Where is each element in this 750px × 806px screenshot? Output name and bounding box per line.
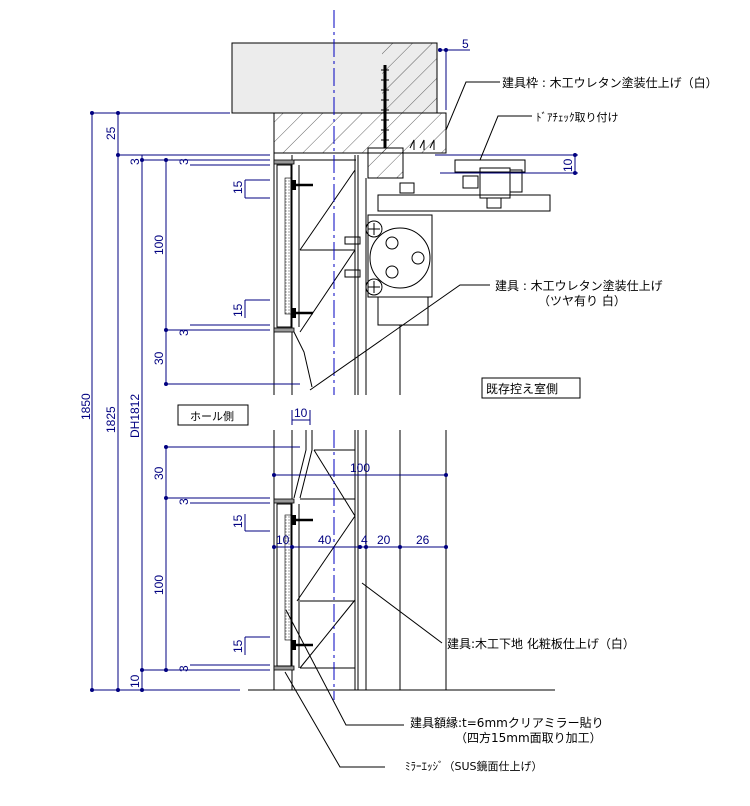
dim-seg: 10 (276, 533, 290, 547)
label-hall-side: ホール側 (190, 410, 234, 423)
dim-gap: 3 (177, 498, 191, 505)
dim-break: 10 (294, 406, 308, 420)
mirror-panel-lower (273, 430, 356, 671)
dim-closer-height: 10 (561, 158, 575, 172)
note-door-base: 建具:木工下地 化粧板仕上げ（白） (447, 636, 635, 651)
dim-gap: 3 (177, 158, 191, 165)
dim-seg: 20 (377, 533, 391, 547)
leader-lines (284, 81, 532, 768)
mirror-panel-upper (273, 159, 356, 388)
note-mirror-edge: ﾐﾗｰｴｯｼﾞ（SUS鏡面仕上げ） (405, 759, 543, 773)
closer-mount-block (367, 147, 404, 179)
fixing-screw-icon (292, 308, 313, 318)
dim-gap: 3 (177, 329, 191, 336)
dim-total-height: 1850 (79, 393, 93, 420)
dim-fix: 15 (231, 180, 245, 194)
horizontal-dimensions (272, 473, 448, 549)
dim-fix: 15 (231, 639, 245, 653)
label-existing-side: 既存控え室側 (486, 381, 558, 396)
screw-head-icon (365, 220, 383, 238)
fixing-screw-icon (292, 515, 313, 525)
note-door-finish-1: 建具 : 木工ウレタン塗装仕上げ (495, 278, 663, 293)
existing-side-box (481, 377, 581, 399)
note-door-closer: ﾄﾞｱﾁｪｯｸ取り付け (536, 111, 619, 124)
screw-icon (381, 65, 389, 148)
dim-head: 25 (104, 126, 118, 140)
note-mirror-frame-1: 建具額縁:t=6mmクリアミラー貼り (410, 715, 604, 730)
dim-panel: 100 (152, 575, 166, 595)
dim-panel: 100 (152, 235, 166, 255)
note-door-finish-2: （ツヤ有り 白） (538, 293, 626, 308)
fixing-screw-icon (292, 180, 313, 190)
dim-door-height: DH1812 (128, 394, 142, 438)
frame-head (273, 112, 447, 154)
dim-fix: 15 (231, 514, 245, 528)
dim-seg: 26 (416, 533, 430, 547)
wall-hatch-strip (382, 43, 437, 113)
dim-gap-30: 30 (152, 466, 166, 480)
dim-gap: 3 (177, 665, 191, 672)
dim-frame-height: 1825 (104, 406, 118, 433)
screw-head-icon (365, 278, 383, 296)
dim-seg: 40 (318, 533, 332, 547)
dim-bottom: 10 (128, 674, 142, 688)
note-mirror-frame-2: （四方15mm面取り加工） (455, 730, 602, 745)
hall-side-box (177, 404, 249, 426)
dim-top-offset: 5 (462, 37, 469, 51)
dim-width: 100 (350, 461, 370, 475)
vertical-dimensions (90, 111, 300, 692)
dim-seg: 4 (361, 533, 368, 547)
dim-fix: 15 (231, 303, 245, 317)
note-frame-finish: 建具枠 : 木工ウレタン塗装仕上げ（白） (502, 75, 718, 90)
dim-gap: 3 (128, 158, 142, 165)
dim-gap-30: 30 (152, 351, 166, 365)
